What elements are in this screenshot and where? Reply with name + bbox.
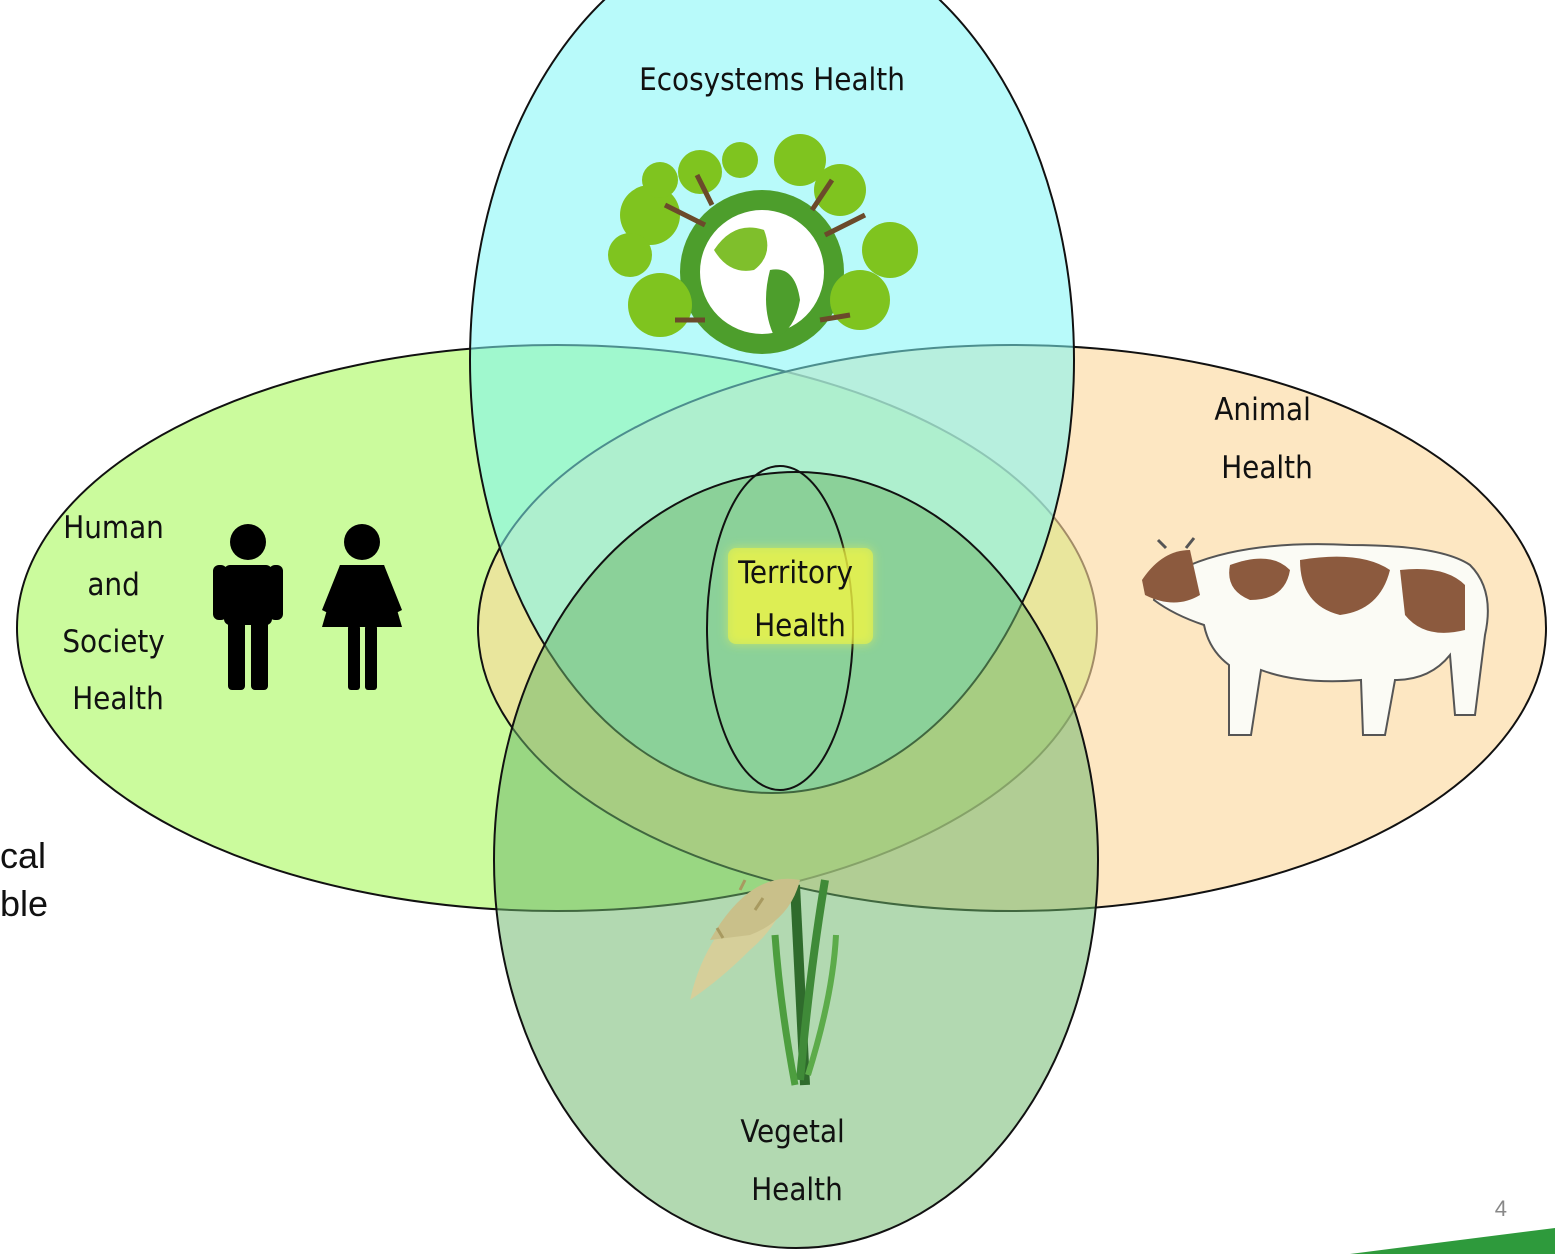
- cut-off-text-line-2: ble: [0, 880, 48, 928]
- page-number: 4: [1495, 1196, 1507, 1222]
- ecosystems-health-label: Ecosystems Health: [639, 62, 905, 98]
- accent-stripe: [1350, 1228, 1555, 1254]
- cut-off-text-line-1: cal: [0, 832, 46, 880]
- territory-health-label: Territory Health: [728, 548, 873, 644]
